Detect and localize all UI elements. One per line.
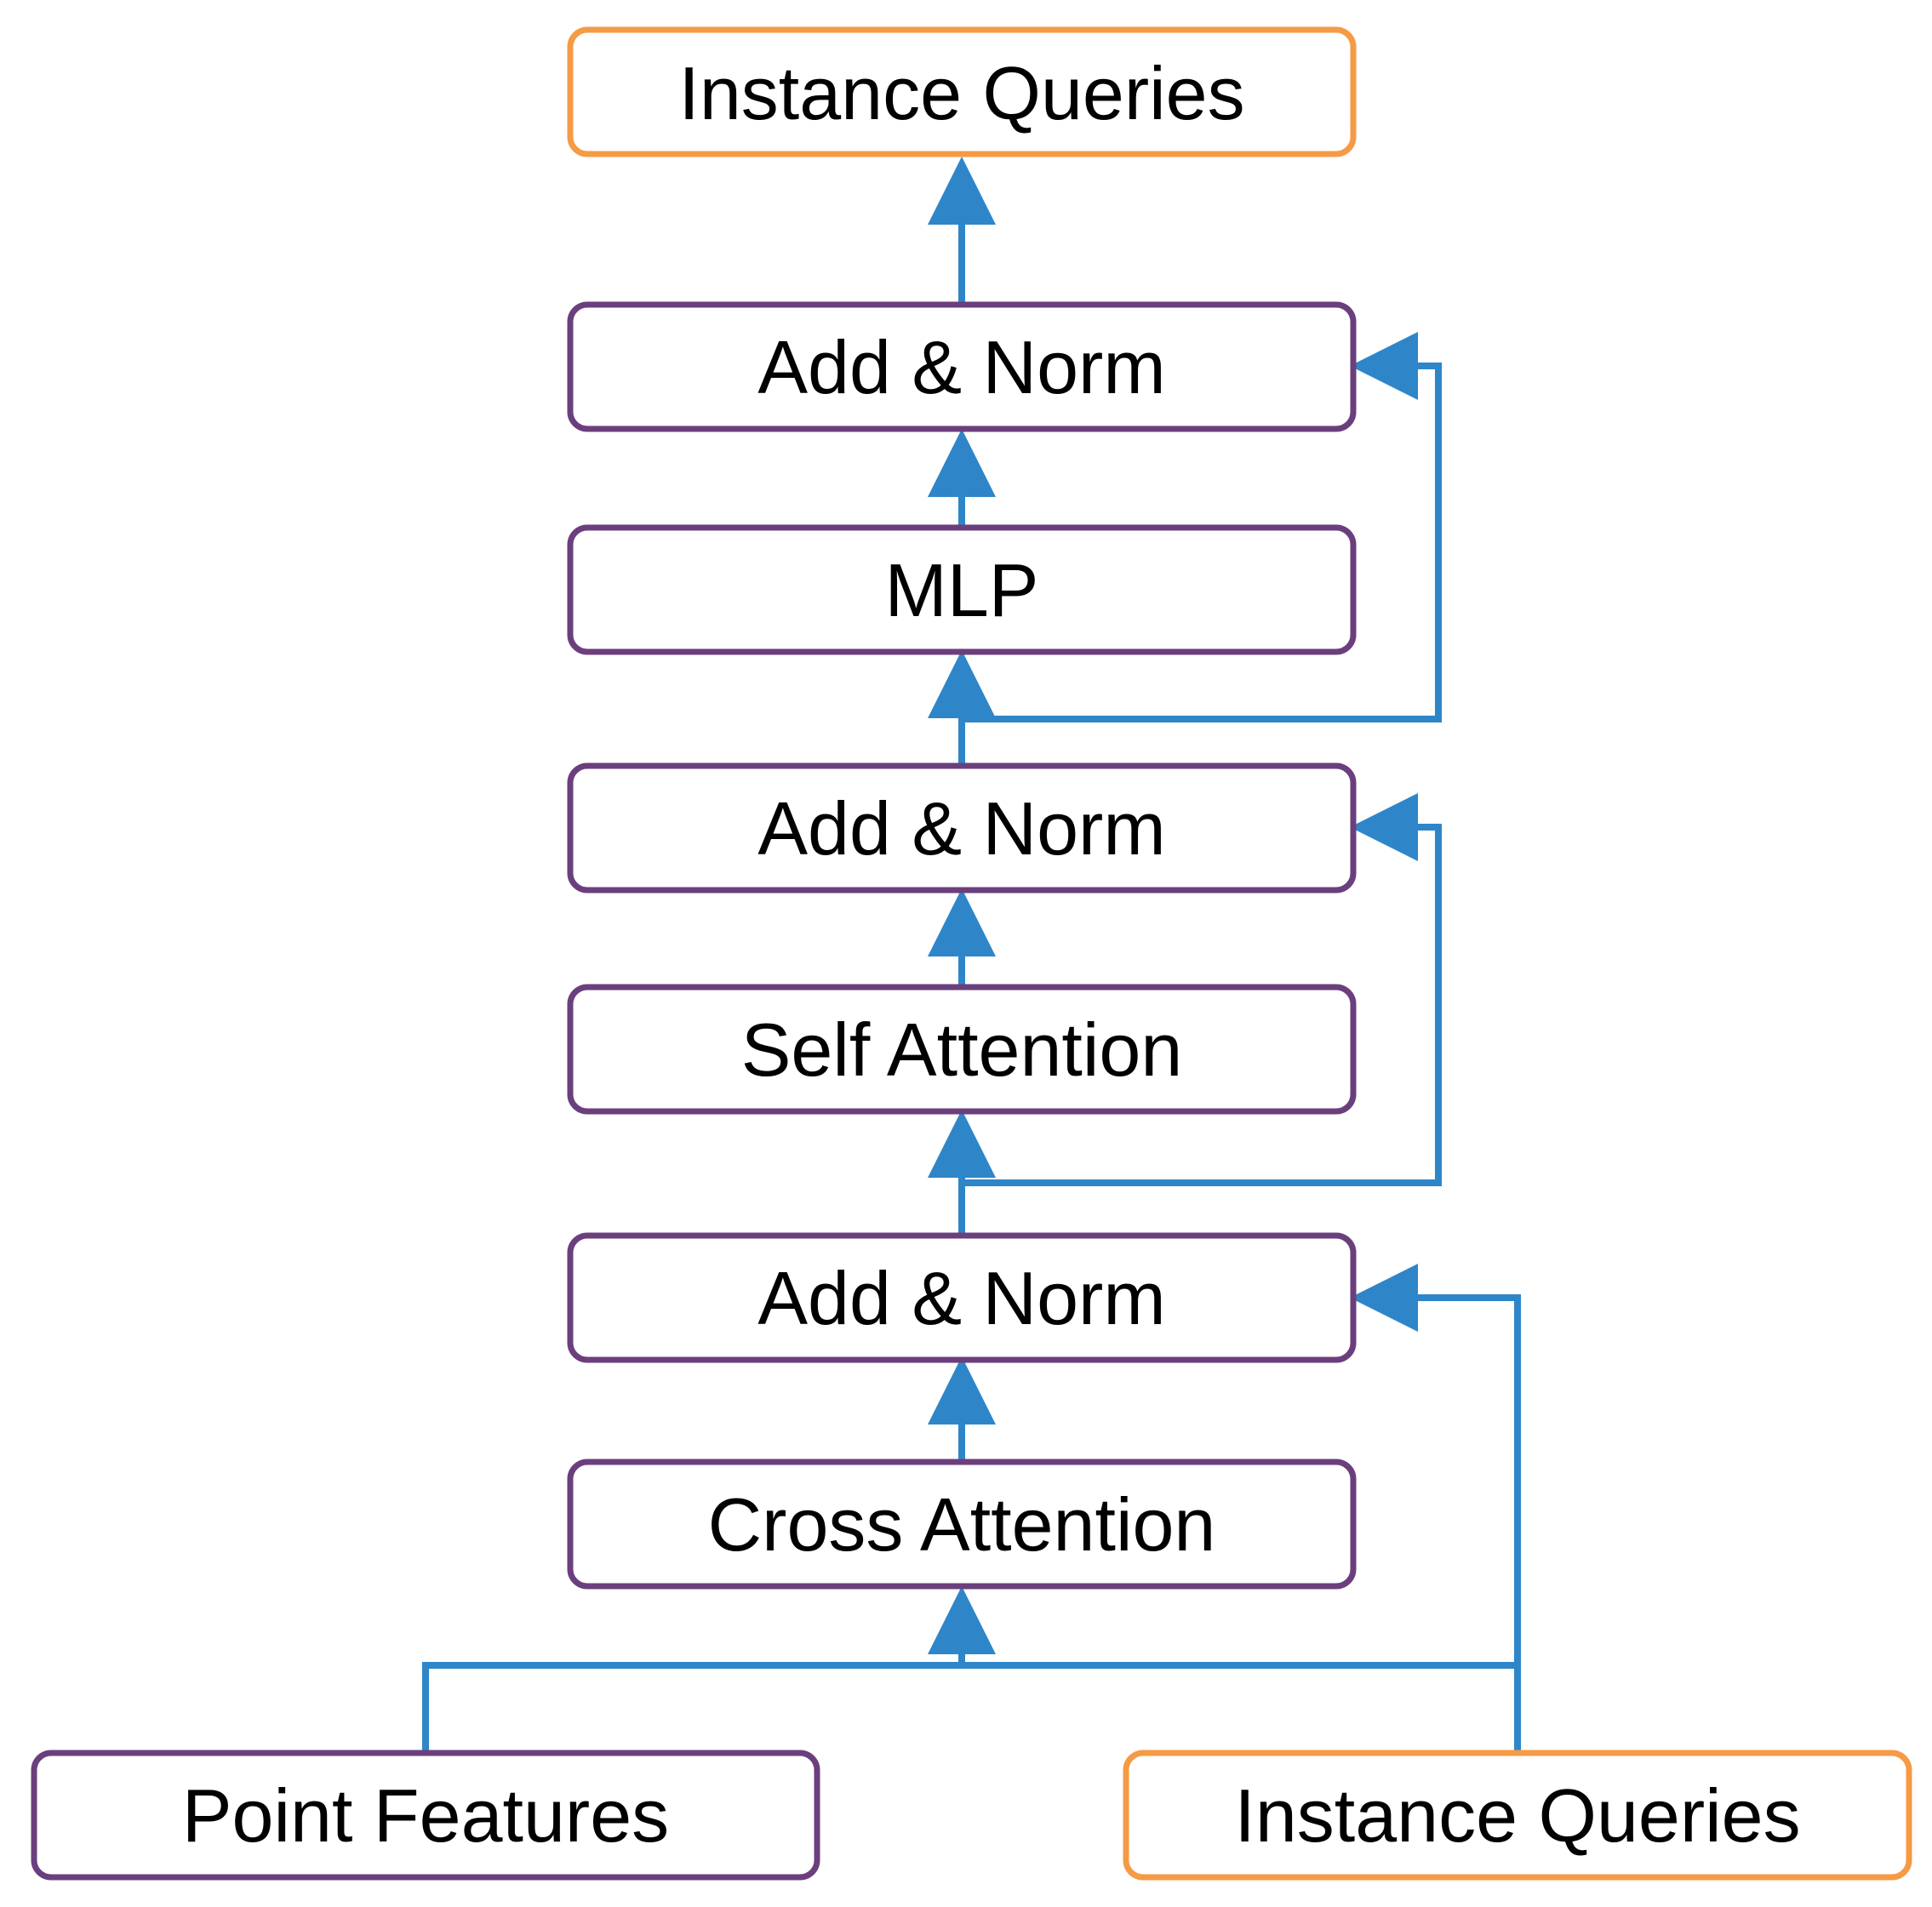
node-point-features: Point Features: [31, 1750, 820, 1881]
node-label: Cross Attention: [708, 1482, 1216, 1567]
node-add-norm-middle: Add & Norm: [567, 762, 1357, 894]
node-label: Instance Queries: [678, 51, 1244, 135]
node-add-norm-top: Add & Norm: [567, 301, 1357, 432]
node-label: Instance Queries: [1234, 1773, 1800, 1858]
node-mlp: MLP: [567, 524, 1357, 655]
residual-into-addnorm-bottom: [1350, 1264, 1521, 1753]
node-label: Add & Norm: [757, 786, 1165, 871]
node-label: Add & Norm: [757, 1256, 1165, 1340]
point-features-connector: [422, 1662, 1518, 1753]
residual-into-addnorm-middle: [962, 793, 1442, 1186]
residual-into-addnorm-top: [962, 332, 1442, 722]
node-cross-attention: Cross Attention: [567, 1459, 1357, 1590]
node-self-attention: Self Attention: [567, 984, 1357, 1115]
node-add-norm-bottom: Add & Norm: [567, 1232, 1357, 1363]
node-instance-queries-bottom: Instance Queries: [1123, 1750, 1912, 1881]
node-label: Self Attention: [741, 1008, 1183, 1092]
node-label: Point Features: [182, 1773, 669, 1858]
connectors: [422, 157, 1521, 1753]
node-label: MLP: [885, 548, 1039, 632]
node-instance-queries-top: Instance Queries: [567, 26, 1357, 157]
node-label: Add & Norm: [757, 325, 1165, 409]
